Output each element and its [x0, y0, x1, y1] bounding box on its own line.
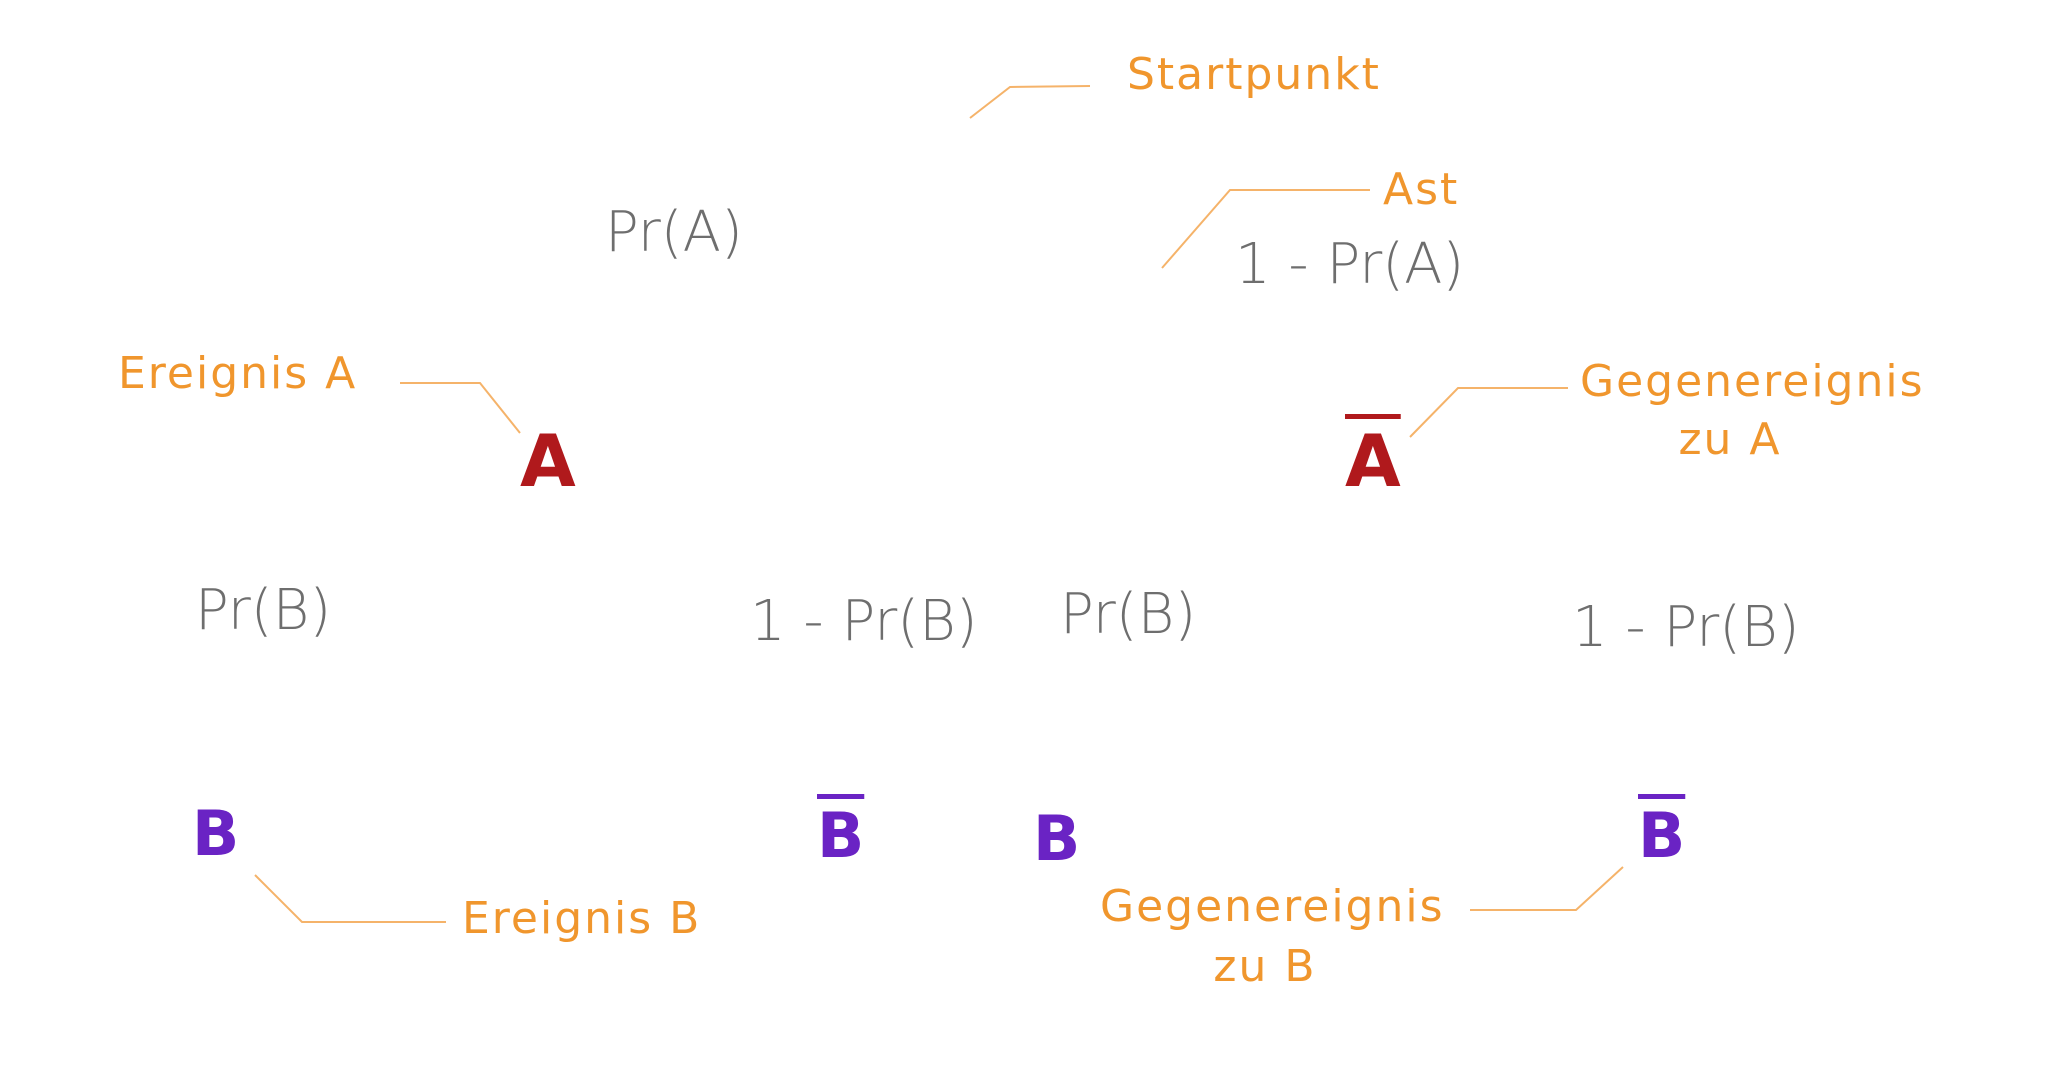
annotation-ast: Ast [1383, 164, 1460, 215]
prob-b-left-label: Pr(B) [195, 578, 332, 643]
prob-not-a-label: 1 - Pr(A) [1235, 232, 1465, 297]
node-event-not-b-2: B [1638, 799, 1686, 872]
leader-event-b [254, 874, 446, 923]
annotation-startpunkt: Startpunkt [1127, 49, 1381, 100]
prob-not-b-left-label: 1 - Pr(B) [750, 589, 978, 654]
annotation-gegenereignis-b-line1: Gegenereignis [1100, 881, 1445, 932]
node-event-b-1: B [192, 797, 240, 870]
leader-branch [1161, 189, 1370, 269]
prob-a-label: Pr(A) [605, 200, 743, 265]
prob-b-right-label: Pr(B) [1060, 582, 1197, 647]
leader-complement-a [1409, 387, 1568, 438]
prob-not-b-right-label: 1 - Pr(B) [1572, 595, 1800, 660]
node-event-not-a: A [1345, 419, 1401, 503]
leader-event-a [400, 382, 521, 434]
annotation-gegenereignis-a: Gegenereignis zu A [1580, 356, 1925, 465]
leader-complement-b [1470, 866, 1624, 911]
annotation-gegenereignis-b-line2: zu B [1213, 941, 1317, 992]
node-event-b-2: B [1033, 802, 1081, 875]
leader-start [969, 85, 1091, 119]
annotation-ereignis-a: Ereignis A [118, 348, 358, 399]
node-event-a: A [520, 419, 576, 503]
annotation-gegenereignis-a-line1: Gegenereignis [1580, 356, 1925, 407]
node-event-not-b-1: B [817, 799, 865, 872]
annotation-gegenereignis-a-line2: zu A [1678, 414, 1782, 465]
annotation-ereignis-b: Ereignis B [462, 893, 702, 944]
annotation-gegenereignis-b: Gegenereignis zu B [1100, 881, 1445, 992]
